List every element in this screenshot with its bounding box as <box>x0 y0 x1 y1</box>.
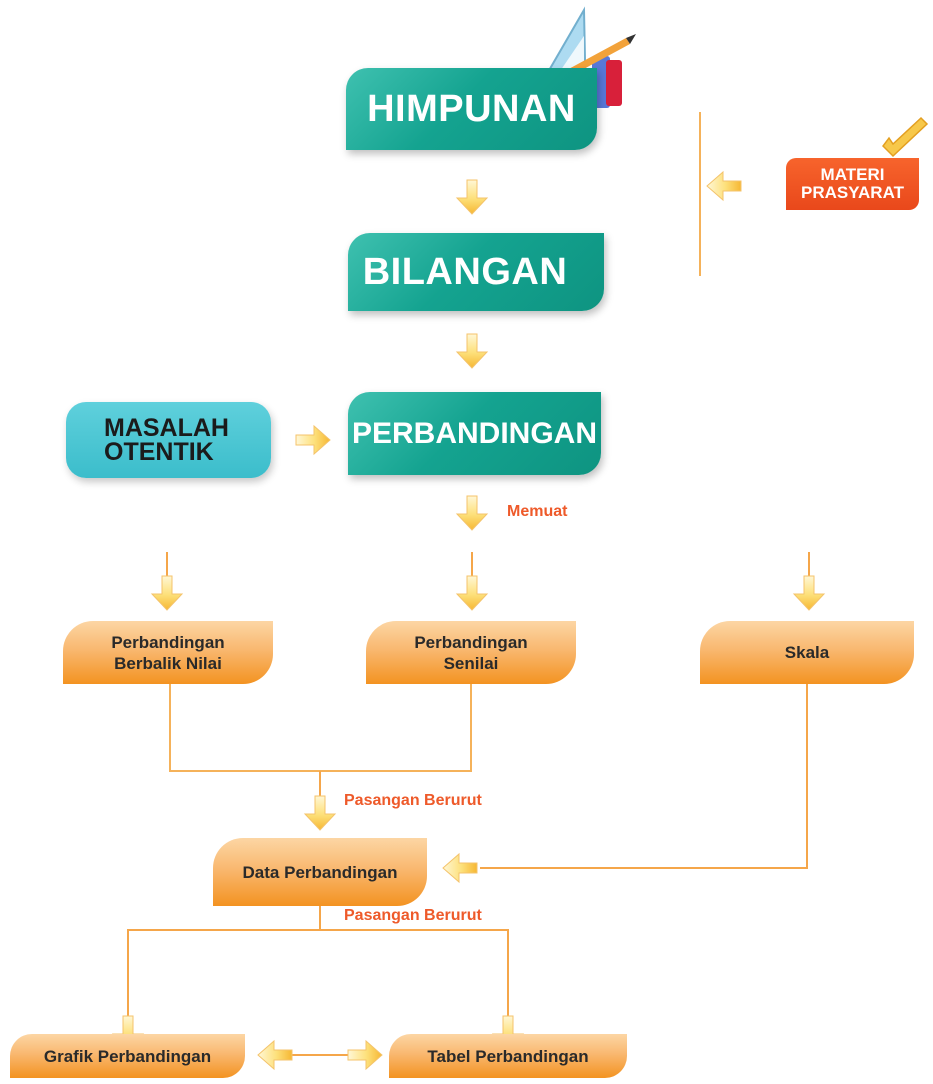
badge-line2: PRASYARAT <box>801 183 904 202</box>
tabel-label: Tabel Perbandingan <box>427 1046 589 1066</box>
data-perbandingan-label: Data Perbandingan <box>242 862 398 882</box>
grafik-label: Grafik Perbandingan <box>43 1046 212 1066</box>
berbalik-line1: Perbandingan <box>111 632 225 652</box>
node-tabel-perbandingan: Tabel Perbandingan <box>389 1034 627 1078</box>
arrow-skala-data <box>442 853 478 883</box>
arrow-into-data <box>304 795 336 831</box>
label-memuat: Memuat <box>507 503 568 520</box>
masalah-line2: OTENTIK <box>104 438 214 466</box>
arrow-into-senilai <box>456 575 488 611</box>
label-pasangan-berurut-2: Pasangan Berurut <box>344 907 482 924</box>
node-bilangan-label: BILANGAN <box>362 250 568 293</box>
arrow-perbandingan-memuat <box>456 495 488 531</box>
node-berbalik-nilai: Perbandingan Berbalik Nilai <box>63 621 273 684</box>
arrow-bilangan-perbandingan <box>456 333 488 369</box>
node-bilangan: BILANGAN <box>348 233 604 311</box>
skala-to-data-line <box>480 684 808 869</box>
senilai-line1: Perbandingan <box>414 632 528 652</box>
arrow-into-skala <box>793 575 825 611</box>
arrow-to-grafik <box>257 1040 293 1070</box>
checkmark-icon <box>882 116 929 158</box>
arrow-himpunan-bilangan <box>456 179 488 215</box>
arrow-masalah-perbandingan <box>295 425 331 455</box>
node-grafik-perbandingan: Grafik Perbandingan <box>10 1034 245 1078</box>
arrow-to-tabel <box>347 1040 383 1070</box>
berbalik-line2: Berbalik Nilai <box>114 653 222 673</box>
badge-line1: MATERI <box>820 165 885 184</box>
label-pasangan-berurut-1: Pasangan Berurut <box>344 792 482 809</box>
node-senilai: Perbandingan Senilai <box>366 621 576 684</box>
node-perbandingan: PERBANDINGAN <box>348 392 601 475</box>
senilai-line2: Senilai <box>443 653 499 673</box>
skala-label: Skala <box>784 643 830 662</box>
node-masalah-otentik: MASALAH OTENTIK <box>66 402 271 478</box>
node-himpunan-label: HIMPUNAN <box>367 87 576 130</box>
arrow-prasyarat <box>706 171 742 201</box>
badge-materi-prasyarat: MATERI PRASYARAT <box>786 158 919 210</box>
arrow-into-berbalik <box>151 575 183 611</box>
node-himpunan: HIMPUNAN <box>346 68 597 150</box>
split-line <box>127 929 509 1020</box>
node-data-perbandingan: Data Perbandingan <box>213 838 427 906</box>
masalah-line1: MASALAH <box>104 414 229 442</box>
merge-line <box>169 684 472 772</box>
node-perbandingan-label: PERBANDINGAN <box>351 416 597 450</box>
node-skala: Skala <box>700 621 914 684</box>
